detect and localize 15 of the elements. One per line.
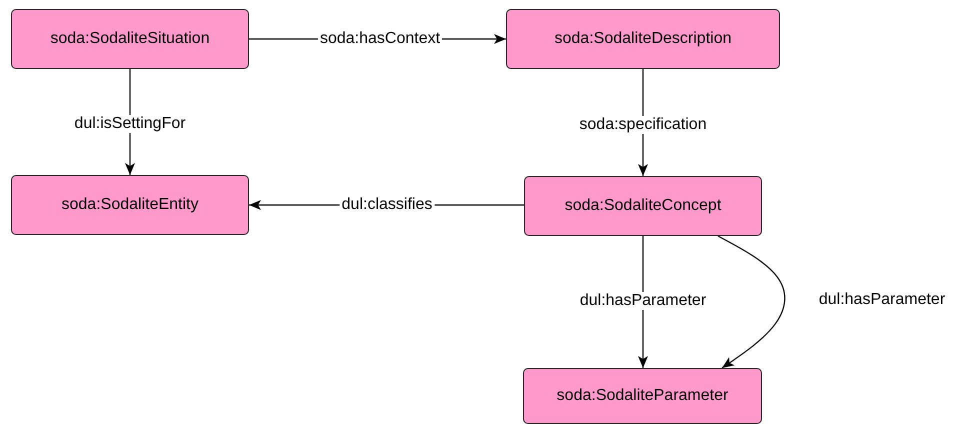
class-box [524, 176, 762, 236]
edge-label: soda:specification [577, 116, 709, 134]
edge-label: dul:hasParameter [578, 292, 708, 310]
class-box [11, 175, 249, 235]
class-box [11, 9, 249, 69]
class-name: soda:SodaliteParameter [556, 387, 728, 405]
class-name: soda:SodaliteSituation [50, 30, 210, 48]
class-name: soda:SodaliteEntity [62, 196, 198, 214]
class-box [523, 368, 762, 424]
edge-label: dul:isSettingFor [72, 115, 188, 133]
edge-label: dul:hasParameter [818, 291, 946, 309]
class-name: soda:SodaliteConcept [564, 197, 722, 215]
class-name: soda:SodaliteDescription [554, 30, 732, 48]
class-box [506, 9, 780, 69]
arrow [718, 235, 786, 368]
